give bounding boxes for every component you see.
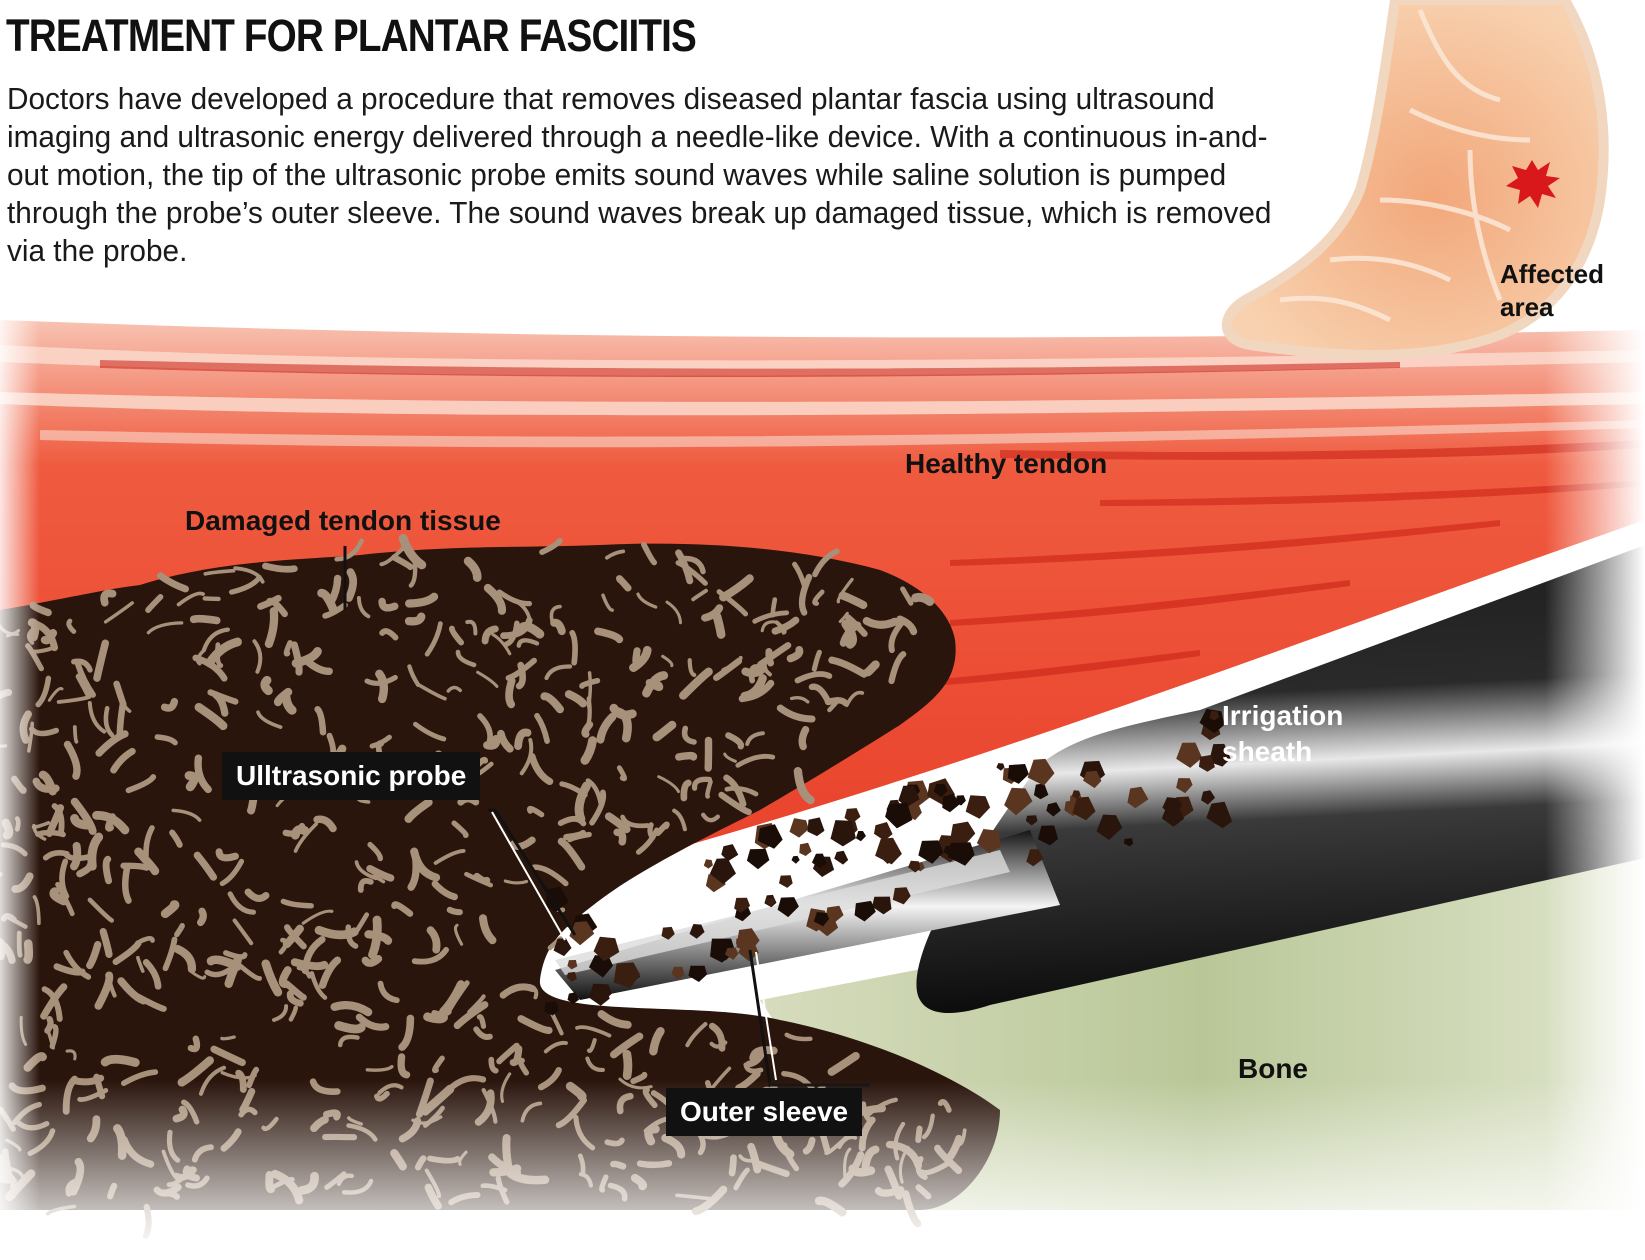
intro-paragraph: Doctors have developed a procedure that … (7, 81, 1272, 268)
label-ultrasonic-probe: Ulltrasonic probe (222, 752, 481, 800)
label-healthy-tendon: Healthy tendon (905, 448, 1108, 479)
page-title: TREATMENT FOR PLANTAR FASCIITIS (6, 10, 697, 61)
label-bone: Bone (1238, 1053, 1308, 1084)
tissue-debris (544, 708, 1233, 1016)
damaged-tissue-shape (0, 543, 1000, 1210)
label-irrigation-sheath-line1: Irrigation (1222, 700, 1344, 731)
left-fade (0, 300, 40, 1260)
tendon-dark-fibers (100, 360, 1645, 686)
starburst-icon (1506, 160, 1560, 208)
right-fade (1545, 300, 1645, 1260)
label-irrigation-sheath-line2: sheath (1222, 736, 1313, 767)
label-affected-area-line1: Affected (1500, 259, 1605, 289)
irrigation-sheath (916, 545, 1645, 1014)
label-outer-sleeve: Outer sleeve (666, 1088, 863, 1136)
label-affected-area-line2: area (1500, 292, 1554, 322)
foot-illustration (1221, 0, 1609, 360)
label-damaged-tendon: Damaged tendon tissue (185, 505, 501, 536)
